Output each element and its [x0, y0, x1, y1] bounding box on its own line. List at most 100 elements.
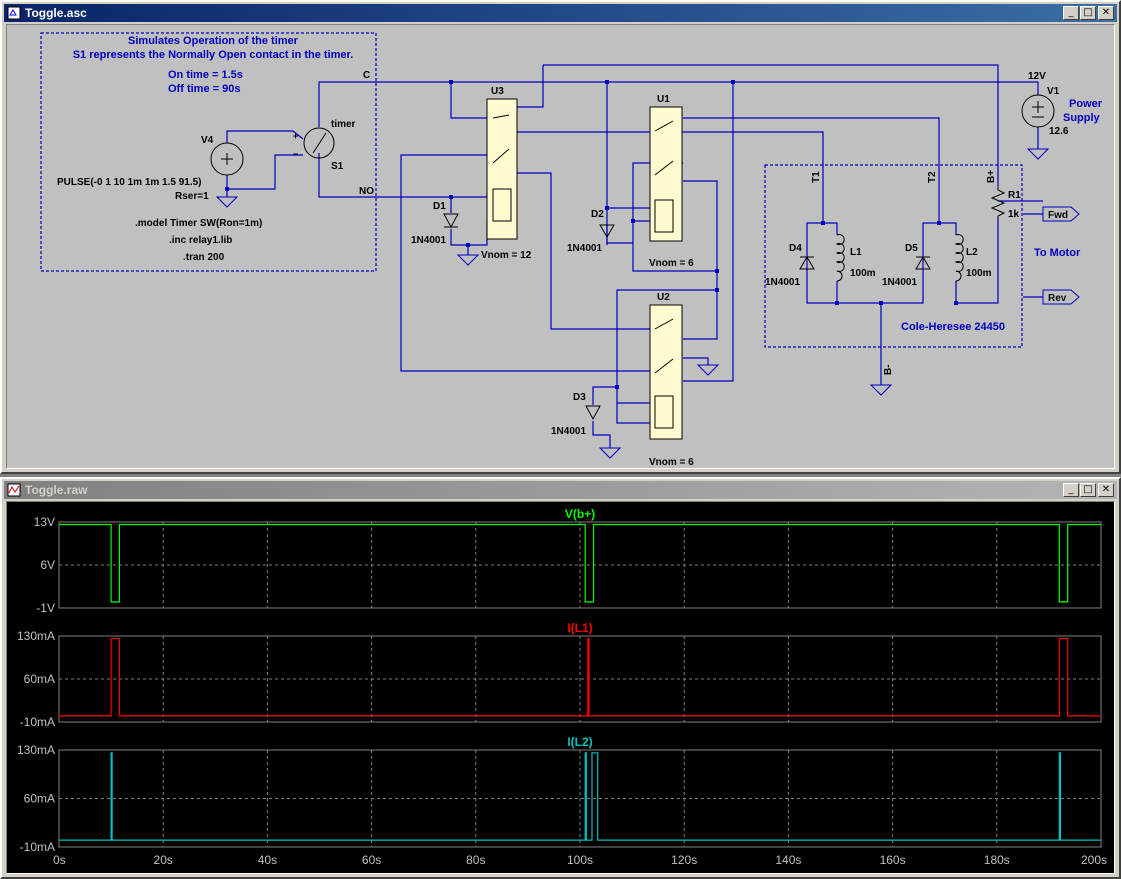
voltage-source-v4[interactable] [210, 142, 244, 176]
comment-line-4: Off time = 90s [168, 83, 240, 95]
to-motor-label: To Motor [1034, 247, 1081, 259]
d3-name: D3 [573, 392, 586, 403]
relay-u1[interactable] [649, 106, 683, 242]
minimize-button[interactable]: _ [1063, 6, 1079, 20]
net-t2: T2 [927, 171, 938, 183]
d1-name: D1 [433, 201, 446, 212]
diode-d3[interactable] [585, 405, 601, 421]
diode-d5[interactable] [915, 256, 931, 270]
net-c: C [363, 70, 370, 81]
x-tick-label: 100s [567, 853, 593, 867]
comment-box [40, 32, 377, 272]
x-tick-label: 80s [466, 853, 485, 867]
diode-d1[interactable] [443, 213, 459, 229]
y-tick-label: -1V [36, 601, 55, 615]
diode-d2[interactable] [599, 224, 615, 238]
x-tick-label: 200s [1081, 853, 1107, 867]
port-fwd[interactable]: Fwd [1048, 210, 1068, 221]
port-shapes [1042, 206, 1080, 305]
u1-name: U1 [657, 94, 670, 105]
schematic-titlebar[interactable]: Toggle.asc [4, 4, 1117, 22]
waveform-titlebar[interactable]: Toggle.raw [4, 481, 1117, 499]
u2-name: U2 [657, 292, 670, 303]
y-tick-label: 6V [40, 558, 55, 572]
trace-title[interactable]: I(L2) [567, 735, 592, 749]
trace-line[interactable] [59, 523, 1101, 603]
x-tick-label: 140s [775, 853, 801, 867]
relay-u2[interactable] [649, 304, 683, 440]
trace-line[interactable] [59, 637, 1101, 717]
close-button[interactable]: ✕ [1098, 483, 1114, 497]
voltage-source-v1[interactable] [1021, 94, 1055, 128]
v1-value: 12.6 [1049, 126, 1069, 137]
port-rev[interactable]: Rev [1048, 293, 1067, 304]
u3-vnom: Vnom = 12 [481, 250, 532, 261]
x-tick-label: 60s [362, 853, 381, 867]
d5-name: D5 [905, 243, 918, 254]
diode-d4[interactable] [799, 256, 815, 270]
motor-box [764, 164, 1023, 348]
close-button[interactable]: ✕ [1098, 6, 1114, 20]
net-12v: 12V [1028, 71, 1046, 82]
l1-value: 100m [850, 268, 876, 279]
ground-symbols [215, 148, 1050, 459]
u1-vnom: Vnom = 6 [649, 258, 694, 269]
y-tick-label: 60mA [24, 672, 55, 686]
r1-value: 1k [1008, 209, 1020, 220]
d5-model: 1N4001 [882, 277, 917, 288]
d4-model: 1N4001 [765, 277, 800, 288]
maximize-button[interactable]: □ [1080, 6, 1096, 20]
schematic-window-controls: _ □ ✕ [1062, 6, 1114, 20]
v4-value: PULSE(-0 1 10 1m 1m 1.5 91.5) [57, 177, 202, 188]
relay-u3[interactable] [486, 98, 518, 240]
schematic-window[interactable]: Toggle.asc _ □ ✕ [0, 0, 1121, 474]
motor-box-label: Cole-Heresee 24450 [901, 321, 1005, 333]
l2-value: 100m [966, 268, 992, 279]
d2-name: D2 [591, 209, 604, 220]
schematic-file-icon [7, 6, 21, 20]
y-tick-label: -10mA [20, 840, 55, 854]
trace-title[interactable]: V(b+) [565, 507, 595, 521]
u3-name: U3 [491, 86, 504, 97]
d1-model: 1N4001 [411, 235, 446, 246]
trace-line[interactable] [59, 752, 1101, 841]
l1-name: L1 [850, 247, 862, 258]
waveform-window-controls: _ □ ✕ [1062, 483, 1114, 497]
comment-line-2: S1 represents the Normally Open contact … [73, 49, 354, 61]
waveform-file-icon [7, 483, 21, 497]
x-tick-label: 180s [984, 853, 1010, 867]
s1-minus: − [293, 149, 298, 159]
net-t1: T1 [811, 171, 822, 183]
r1-name: R1 [1008, 190, 1021, 201]
d4-name: D4 [789, 243, 802, 254]
x-tick-label: 40s [258, 853, 277, 867]
trace-title[interactable]: I(L1) [567, 621, 592, 635]
schematic-window-title: Toggle.asc [25, 6, 87, 20]
l2-name: L2 [966, 247, 978, 258]
x-tick-label: 160s [880, 853, 906, 867]
d3-model: 1N4001 [551, 426, 586, 437]
resistor-r1[interactable] [990, 186, 1006, 219]
net-b-plus: B+ [986, 170, 997, 183]
y-tick-label: 130mA [17, 629, 55, 643]
minimize-button[interactable]: _ [1063, 483, 1079, 497]
waveform-window-title: Toggle.raw [25, 483, 88, 497]
schematic-canvas[interactable]: Simulates Operation of the timer S1 repr… [7, 25, 1115, 469]
inductor-l1[interactable] [835, 234, 845, 282]
power-label-2: Supply [1063, 112, 1101, 124]
net-b-minus: B- [883, 364, 894, 375]
inductor-l2[interactable] [954, 234, 964, 282]
switch-s1[interactable] [303, 127, 335, 159]
v4-rser: Rser=1 [175, 191, 209, 202]
waveform-chart[interactable]: 13V6V-1VV(b+)130mA60mA-10mAI(L1)130mA60m… [7, 502, 1115, 874]
y-tick-label: 60mA [24, 792, 55, 806]
maximize-button[interactable]: □ [1080, 483, 1096, 497]
s1-model: timer [331, 119, 356, 130]
schematic-canvas-area[interactable]: Simulates Operation of the timer S1 repr… [6, 24, 1115, 469]
v4-name: V4 [201, 135, 214, 146]
comment-line-3: On time = 1.5s [168, 69, 243, 81]
x-tick-label: 20s [154, 853, 173, 867]
v1-name: V1 [1047, 86, 1060, 97]
